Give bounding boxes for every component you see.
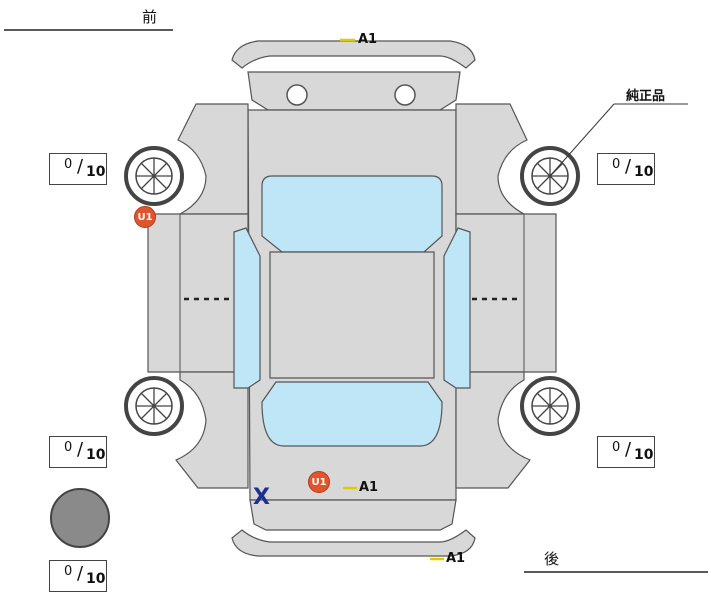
hood-panel [247,71,461,111]
front-label: 前 [142,8,158,26]
damage-code-a1-rear-panel: A1 [359,480,379,495]
score-value: 0 [64,157,73,172]
windshield [261,175,443,253]
wheel-rear-right [520,376,580,436]
score-slash: / [77,563,84,584]
right-rear-fender [455,371,531,489]
score-value: 0 [64,440,73,455]
genuine-leader-line [549,103,615,177]
damage-code-a1-front-bumper: A1 [358,32,378,47]
x-damage-mark: X [253,485,270,510]
front-bumper [231,40,476,69]
score-box-rear-right: 0 / 10 [597,436,655,468]
score-box-rear-left: 0 / 10 [49,436,107,468]
left-front-fender [177,103,249,215]
score-value: 0 [64,564,73,579]
right-side-window [443,227,471,389]
roof-panel [269,251,435,379]
left-rear-fender [175,371,249,489]
damage-badge-u1-left: U1 [134,206,156,228]
score-value: 0 [612,157,621,172]
genuine-parts-label: 純正品 [626,89,666,104]
score-max: 10 [86,571,106,587]
score-box-spare: 0 / 10 [49,560,107,592]
left-side-panel [147,213,249,373]
damage-code-a1-rear-bumper: A1 [446,551,466,566]
headlamp-right [394,84,416,106]
score-box-front-left: 0 / 10 [49,153,107,185]
score-slash: / [625,439,632,460]
right-front-fender [455,103,528,215]
score-box-front-right: 0 / 10 [597,153,655,185]
rear-window [261,381,443,447]
wheel-rear-left [124,376,184,436]
wheel-front-left [124,146,184,206]
trunk-lid [249,499,457,531]
score-max: 10 [86,447,106,463]
score-slash: / [77,439,84,460]
rear-label: 後 [544,550,560,568]
score-slash: / [625,156,632,177]
score-max: 10 [634,447,654,463]
damage-badge-u1-rear: U1 [308,471,330,493]
headlamp-left [286,84,308,106]
rear-bumper [231,529,476,557]
score-slash: / [77,156,84,177]
right-side-panel [455,213,557,373]
left-side-window [233,227,261,389]
score-max: 10 [86,164,106,180]
score-max: 10 [634,164,654,180]
spare-tire-icon [50,488,110,548]
score-value: 0 [612,440,621,455]
